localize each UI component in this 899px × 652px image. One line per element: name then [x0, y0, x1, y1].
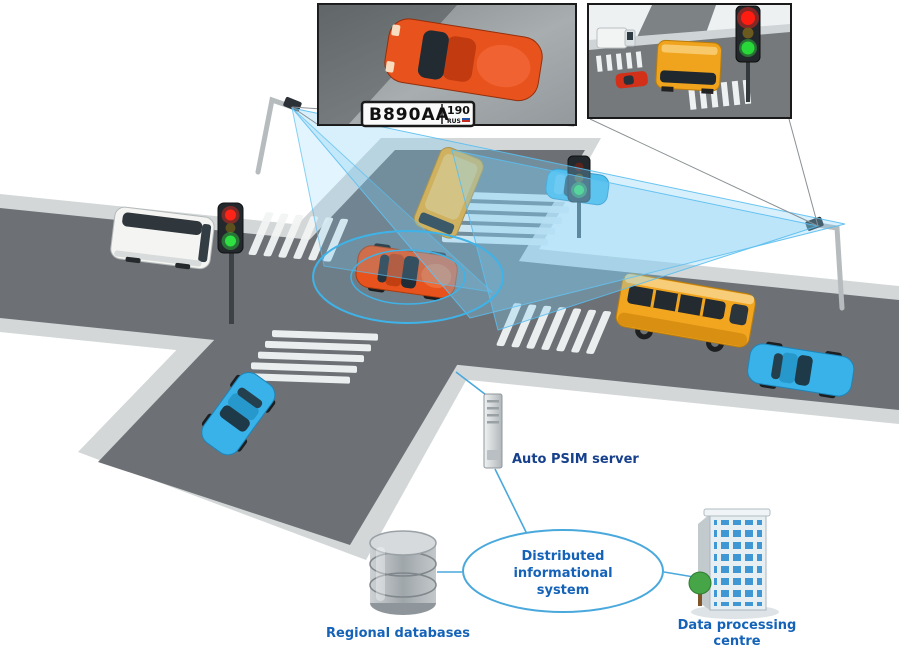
centre-label-line1: Data processing: [678, 618, 797, 633]
inset-crosswalk: [596, 51, 643, 72]
traffic-light-left: [217, 202, 244, 324]
distributed-system-node: Distributed informational system: [462, 529, 664, 613]
plate-region: 190: [447, 104, 470, 117]
building-icon: [688, 508, 779, 619]
orange-car-closeup: [384, 18, 543, 102]
camera-view-cone-right: [451, 149, 820, 331]
yellow-bus-right: [615, 273, 756, 352]
callout-line: [589, 118, 819, 227]
tree-icon: [688, 571, 712, 606]
link-scene-to-server: [455, 371, 491, 399]
link-server-to-system: [494, 468, 528, 535]
server-tower-icon: [483, 393, 503, 469]
overview-camera-inset: [587, 3, 792, 119]
white-bus: [110, 206, 215, 270]
system-label-line2: informational: [513, 566, 612, 581]
license-plate: В890АА 190 RUS: [360, 100, 476, 128]
blue-car-right: [747, 341, 855, 399]
detection-zone-inner-ring: [350, 249, 466, 305]
detection-zone-outer-ring: [312, 230, 504, 324]
yellow-bus-top: [413, 146, 484, 239]
databases-label: Regional databases: [326, 626, 470, 641]
inset-white-truck: [596, 27, 636, 49]
blue-car-left: [201, 371, 276, 456]
camera-view-cone-left: [290, 107, 846, 319]
inset-red-car: [615, 71, 648, 89]
callout-line: [788, 118, 819, 227]
system-label-line1: Distributed: [522, 549, 605, 564]
callout-line: [291, 106, 321, 127]
system-label-line3: system: [537, 583, 590, 598]
plate-camera-inset: В890АА 190 RUS: [317, 3, 577, 128]
centre-label-line2: centre: [713, 634, 760, 649]
inset-traffic-light: [735, 5, 761, 102]
inset-yellow-bus: [655, 39, 723, 94]
plate-country: RUS: [447, 118, 461, 125]
database-icon: [369, 530, 437, 615]
plate-number: В890АА: [369, 105, 450, 125]
camera-view-cone-center: [291, 106, 494, 293]
server-label: Auto PSIM server: [512, 452, 639, 467]
